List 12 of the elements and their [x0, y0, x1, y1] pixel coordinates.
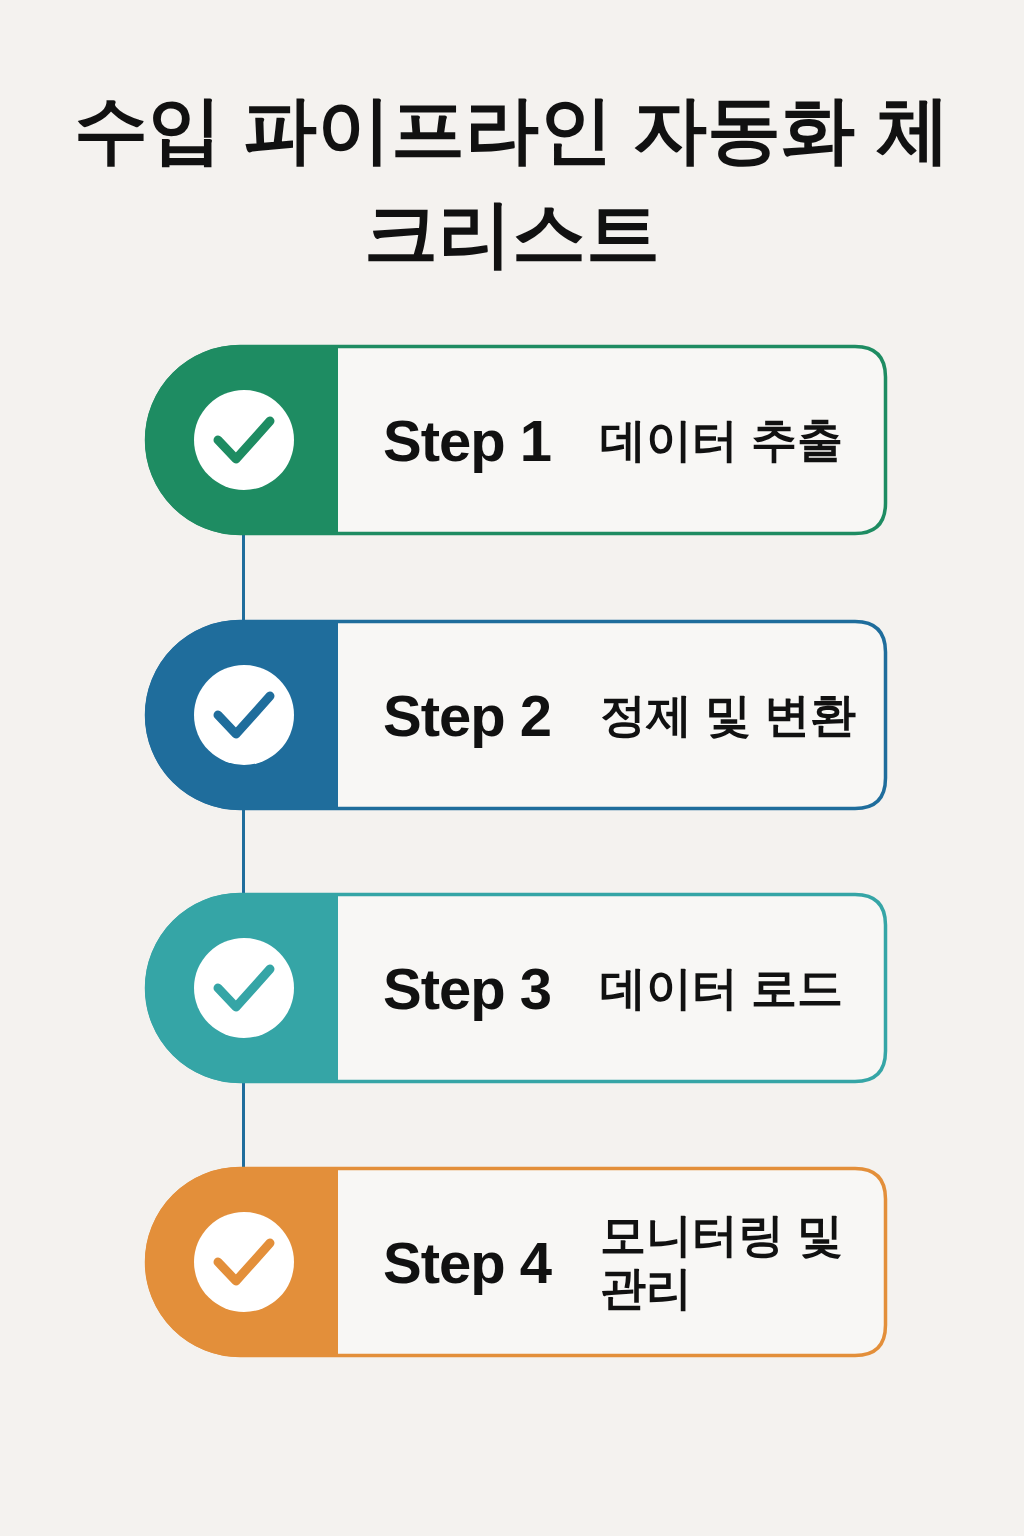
step-label: Step 2: [383, 681, 552, 749]
title: 수입 파이프라인 자동화 체크리스트: [73, 87, 951, 277]
connector-line: [242, 810, 245, 893]
step-description: 모니터링 및 관리: [600, 1209, 844, 1315]
step-description: 데이터 추출: [600, 413, 844, 467]
step-label: Step 3: [383, 954, 552, 1022]
connector-line: [242, 535, 245, 620]
step-description: 정제 및 변환: [600, 688, 857, 742]
step-label: Step 1: [383, 406, 552, 474]
connector-line: [242, 1083, 245, 1167]
step-description: 데이터 로드: [600, 961, 844, 1015]
step-label: Step 4: [383, 1228, 552, 1296]
